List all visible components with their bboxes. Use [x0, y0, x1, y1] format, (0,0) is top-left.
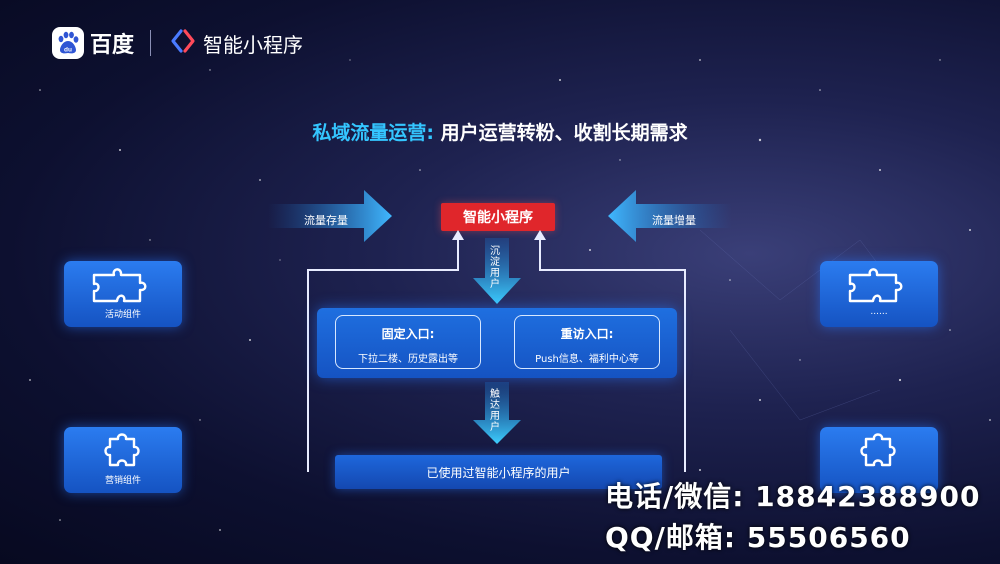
svg-text:du: du [64, 47, 72, 54]
contact-qq: QQ/邮箱: 55506560 [605, 521, 911, 554]
contact-phone: 电话/微信: 18842388900 [605, 480, 981, 513]
activity-component-card: 活动组件 [64, 261, 182, 327]
revisit-entry-box: 重访入口: Push信息、福利中心等 [514, 315, 660, 369]
header-logo-bar: du 百度 智能小程序 [52, 26, 303, 60]
fixed-entry-title: 固定入口: [381, 327, 435, 341]
revisit-entry-subtitle: Push信息、福利中心等 [535, 354, 639, 365]
puzzle-piece-icon [104, 433, 140, 467]
marketing-component-label: 营销组件 [104, 476, 141, 486]
left-inflow-arrow [268, 190, 392, 242]
more-component-card: ...... [820, 261, 938, 327]
right-arrow-label: 流量增量 [652, 214, 696, 227]
loop-connector-lines [307, 230, 686, 472]
puzzle-piece-icon [860, 433, 896, 467]
page-headline: 私域流量运营: 用户运营转粉、收割长期需求 [0, 118, 1000, 145]
fixed-entry-subtitle: 下拉二楼、历史露出等 [358, 354, 458, 365]
baidu-paw-icon: du [52, 27, 84, 59]
extra-component-card [820, 427, 938, 493]
activity-component-label: 活动组件 [104, 310, 141, 320]
marketing-component-card: 营销组件 [64, 427, 182, 493]
reach-users-label: 触达用户 [490, 389, 500, 433]
smart-miniprogram-logo-icon [169, 27, 197, 59]
revisit-entry-title: 重访入口: [560, 327, 614, 341]
right-inflow-arrow [608, 190, 732, 242]
headline-main: 用户运营转粉、收割长期需求 [440, 122, 688, 144]
fixed-entry-box: 固定入口: 下拉二楼、历史露出等 [335, 315, 481, 369]
headline-accent: 私域流量运营: [312, 122, 434, 144]
entry-panel: 固定入口: 下拉二楼、历史露出等 重访入口: Push信息、福利中心等 [317, 308, 677, 378]
smart-miniprogram-node: 智能小程序 [441, 203, 555, 231]
more-component-label: ...... [870, 307, 888, 317]
brand-name: 百度 [90, 33, 135, 58]
product-name: 智能小程序 [203, 32, 304, 57]
logo-divider [150, 30, 152, 56]
puzzle-piece-icon [848, 268, 903, 303]
left-arrow-label: 流量存量 [304, 214, 348, 227]
existing-users-bar: 已使用过智能小程序的用户 [335, 455, 662, 489]
settle-users-label: 沉淀用户 [490, 246, 500, 290]
puzzle-piece-icon [92, 268, 147, 303]
settle-users-arrow [473, 238, 521, 304]
reach-users-arrow [473, 382, 521, 444]
